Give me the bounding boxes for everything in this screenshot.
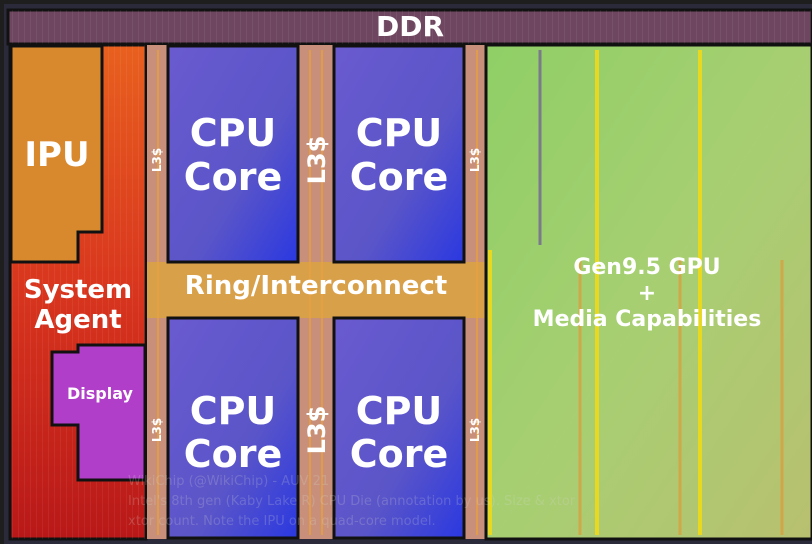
gpu-yellow-lines bbox=[488, 50, 702, 535]
l3-stripes bbox=[157, 50, 478, 535]
system-agent-label-line1: System bbox=[24, 275, 132, 305]
system-agent-label-line2: Agent bbox=[34, 305, 121, 335]
gpu-label-line3: Media Capabilities bbox=[533, 307, 762, 332]
cpu-core-3: CPU Core bbox=[166, 316, 300, 540]
core-label: CPU bbox=[190, 111, 277, 155]
cpu-core-1: CPU Core bbox=[166, 44, 300, 264]
core-label: Core bbox=[350, 155, 449, 199]
gpu-label-line1: Gen9.5 GPU bbox=[573, 255, 720, 280]
cpu-core-2: CPU Core bbox=[332, 44, 466, 264]
core-label: Core bbox=[184, 155, 283, 199]
core-label: CPU bbox=[190, 389, 277, 433]
l3-label: L3$ bbox=[303, 136, 331, 185]
core-label: CPU bbox=[356, 389, 443, 433]
cpu-core-4: CPU Core bbox=[332, 316, 466, 540]
display-block: Display bbox=[50, 343, 147, 482]
ring-label: Ring/Interconnect bbox=[185, 271, 447, 301]
gpu-label-line2: + bbox=[638, 281, 656, 306]
gpu-block: Gen9.5 GPU + Media Capabilities bbox=[484, 43, 812, 541]
watermark-line: xtor count. Note the IPU on a quad-core … bbox=[128, 514, 436, 529]
watermark-line: Intel's 8th gen (Kaby Lake R) CPU Die (a… bbox=[128, 494, 576, 509]
l3-label: L3$ bbox=[468, 418, 482, 442]
l3-label: L3$ bbox=[468, 148, 482, 172]
ddr-label: DDR bbox=[376, 10, 444, 43]
core-label: Core bbox=[184, 432, 283, 476]
core-label: CPU bbox=[356, 111, 443, 155]
ipu-label: IPU bbox=[24, 135, 89, 175]
core-label: Core bbox=[350, 432, 449, 476]
l3-label: L3$ bbox=[150, 418, 164, 442]
ring-band bbox=[147, 262, 485, 318]
l3-label: L3$ bbox=[150, 148, 164, 172]
l3-label: L3$ bbox=[303, 406, 331, 455]
watermark: WikiChip (@WikiChip) - AUV 21 Intel's 8t… bbox=[128, 474, 576, 529]
display-label: Display bbox=[67, 384, 134, 403]
ipu-block: IPU bbox=[9, 44, 104, 264]
ddr-block: DDR bbox=[6, 8, 812, 46]
watermark-line: WikiChip (@WikiChip) - AUV 21 bbox=[128, 474, 329, 489]
